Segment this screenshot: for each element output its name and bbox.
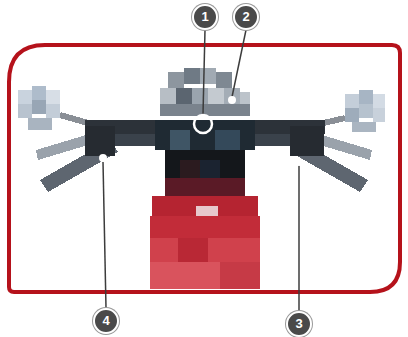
leader-line [232,30,246,97]
callout-number: 1 [192,4,218,30]
callout-number: 3 [286,311,312,337]
motorcycle-pixels [18,68,385,289]
leader-line [298,165,300,312]
callout-number: 4 [93,308,119,334]
pointer-dot [295,158,303,166]
leader-line [103,162,106,308]
pointer-dot [228,96,236,104]
callout-number: 2 [233,4,259,30]
pointer-dots [99,96,303,166]
pointer-dot [99,154,107,162]
pointer-ring [194,115,212,133]
leader-lines [103,30,299,312]
leader-line [203,30,205,114]
